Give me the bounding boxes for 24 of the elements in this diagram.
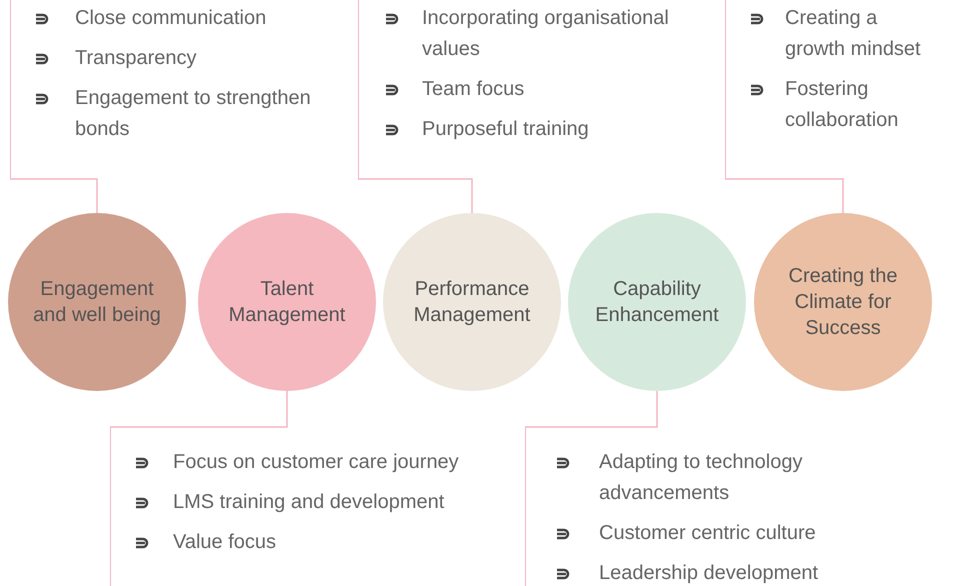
list-item-text: Value focus xyxy=(173,530,278,555)
list-item-text: Customer centric culture xyxy=(599,521,817,546)
connector-line xyxy=(110,391,288,428)
connector-line xyxy=(525,391,658,428)
list-item-text: Fostering collaboration xyxy=(785,77,900,133)
list-item-text: Creating a growth mindset xyxy=(785,6,922,62)
list-item-text: Leadership development xyxy=(599,561,820,586)
list-item-text: Transparency xyxy=(75,46,198,71)
circle-label: Performance Management xyxy=(412,277,532,328)
list-item-text: Team focus xyxy=(422,77,526,102)
circle-label: Creating the Climate for Success xyxy=(788,264,898,341)
list-item-text: Close communication xyxy=(75,6,268,31)
list-item-text: Adapting to technology advancements xyxy=(599,450,804,506)
circle-label: Engagement and well being xyxy=(32,277,162,328)
connector-line xyxy=(358,178,473,213)
list-item-text: Incorporating organisational values xyxy=(422,6,670,62)
list-item-text: Purposeful training xyxy=(422,117,590,142)
circle-label: Capability Enhancement xyxy=(594,277,720,328)
list-item-text: Engagement to strengthen bonds xyxy=(75,86,312,142)
connector-line xyxy=(725,178,844,213)
list-item-text: LMS training and development xyxy=(173,490,446,515)
circle-label: Talent Management xyxy=(228,277,346,328)
list-item-text: Focus on customer care journey xyxy=(173,450,460,475)
connector-line xyxy=(10,178,98,213)
